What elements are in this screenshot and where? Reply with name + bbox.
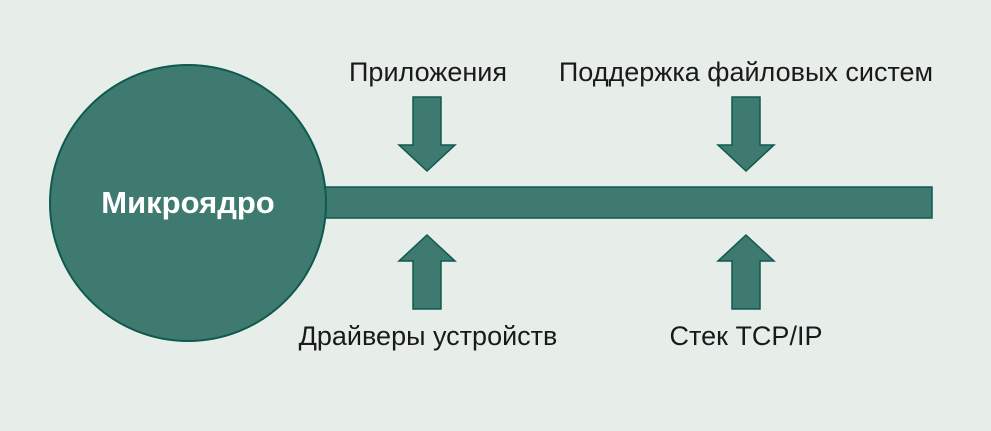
apps-arrow-down-icon [397,96,457,173]
tcpip-label: Стек TCP/IP [670,321,823,351]
microkernel-circle [49,64,327,342]
drivers-arrow-up-icon [397,233,457,310]
apps-label: Приложения [349,57,507,87]
drivers-label: Драйверы устройств [299,321,558,351]
kernel-bus-bar [299,186,933,219]
filesystems-label: Поддержка файловых систем [559,57,933,87]
filesystems-arrow-down-icon [716,96,776,173]
tcpip-arrow-up-icon [716,233,776,310]
microkernel-label: Микроядро [101,185,275,220]
